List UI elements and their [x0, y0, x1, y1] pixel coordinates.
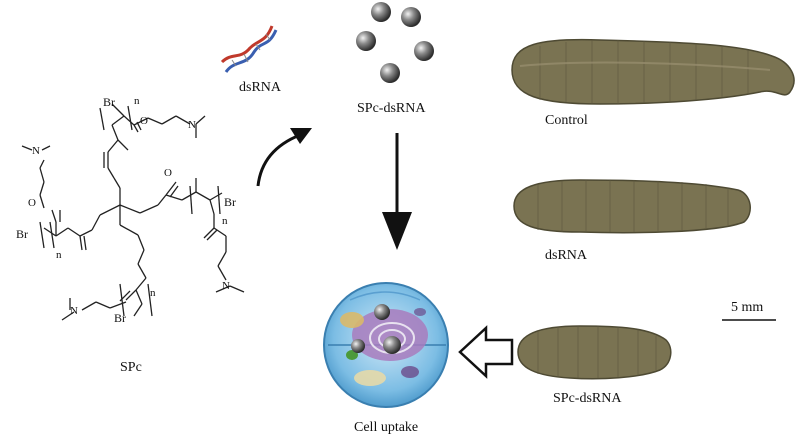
n-label: n — [56, 249, 62, 261]
n-label: n — [222, 215, 228, 227]
curved-arrow — [256, 133, 301, 187]
spc-dsrna-nanoparticles — [356, 2, 434, 83]
br-label: Br — [103, 95, 115, 109]
cell-illustration — [323, 282, 449, 408]
dsrna-helix-icon — [220, 25, 278, 73]
spc-label: SPc — [120, 360, 142, 375]
larva-dsrna — [513, 179, 751, 234]
o-label: O — [140, 115, 148, 127]
hollow-arrow — [458, 325, 514, 379]
n-label: n — [150, 287, 156, 299]
control-label: Control — [545, 113, 588, 128]
dsrna-label: dsRNA — [239, 80, 282, 95]
n-label: n — [134, 95, 140, 107]
spc-dsrna-larva-label: SPc-dsRNA — [553, 391, 622, 406]
larva-spc-dsrna — [517, 325, 672, 380]
n-atom-label: N — [222, 280, 230, 292]
o-label: O — [164, 167, 172, 179]
curved-arrow-head — [290, 128, 312, 144]
n-atom-label: N — [70, 305, 78, 317]
br-label: Br — [16, 227, 28, 241]
br-label: Br — [224, 195, 236, 209]
scale-label: 5 mm — [731, 300, 764, 315]
dsrna-larva-label: dsRNA — [545, 248, 588, 263]
spc-dsrna-label: SPc-dsRNA — [357, 101, 426, 116]
br-label: Br — [114, 311, 126, 325]
cell-uptake-label: Cell uptake — [354, 420, 419, 435]
larva-control — [511, 38, 795, 105]
n-atom-label: N — [32, 145, 40, 157]
o-label: O — [28, 197, 36, 209]
n-atom-label: N — [188, 119, 196, 131]
down-arrow-head — [382, 212, 412, 250]
